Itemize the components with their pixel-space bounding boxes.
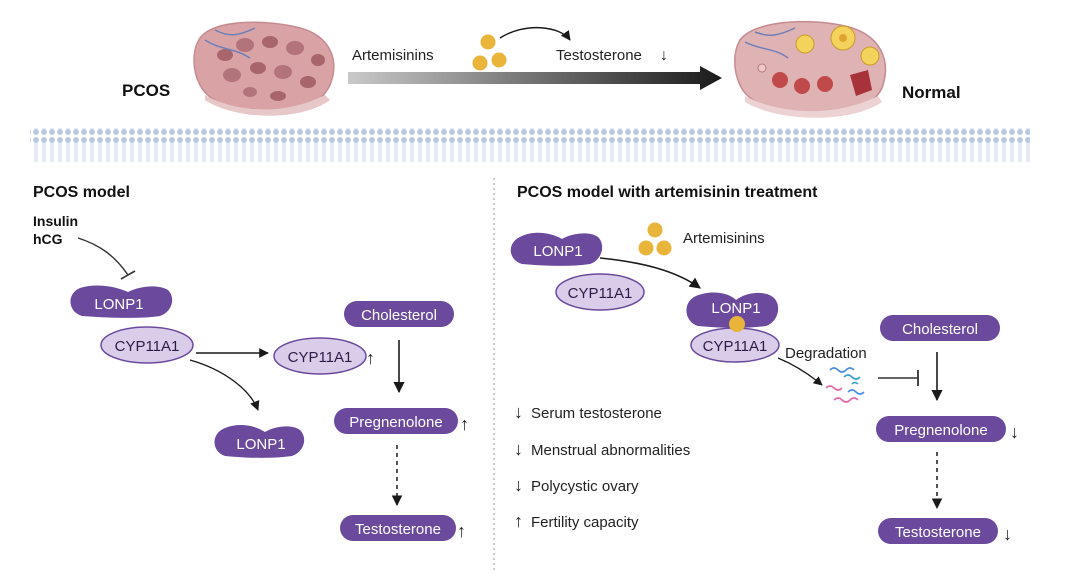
cyp11a1-right-free-label: CYP11A1 [568,285,633,302]
testosterone-left-label: Testosterone [355,521,441,538]
cholesterol-right-label: Cholesterol [902,321,978,338]
artemisinins-right-label: Artemisinins [683,230,765,247]
lonp1-right-free-label: LONP1 [533,243,582,260]
peptide-fragments-icon [825,367,865,403]
testosterone-right-box [878,518,998,544]
outcome-arrow: ↓ [514,402,523,422]
cyp11a1-left-bound [100,326,194,364]
outcome-arrow: ↓ [514,439,523,459]
cholesterol-right-box [880,315,1000,341]
cell-membrane [30,128,1030,162]
cyp11a1-left-free-arrow: ↑ [366,348,375,368]
testosterone-right-label: Testosterone [895,524,981,541]
pregnenolone-left-arrow: ↑ [460,414,469,434]
testosterone-top-label: Testosterone [556,47,642,64]
outcome-arrow: ↑ [514,511,523,531]
outcome-text: Serum testosterone [531,405,662,422]
pcos-ovary-icon [193,21,335,116]
left-panel-title: PCOS model [33,184,130,201]
artemisinins-top-label: Artemisinins [352,47,434,64]
pill-curve-arrow [499,27,571,41]
lonp1-protein-right-complex [686,292,779,328]
testosterone-left-arrow: ↑ [457,521,466,541]
lonp1-right-complex-label: LONP1 [711,300,760,317]
pregnenolone-right-label: Pregnenolone [894,422,987,439]
pregnenolone-left-label: Pregnenolone [349,414,442,431]
cyp11a1-left-free [273,337,367,375]
lonp1-protein-right-free [510,232,603,266]
cyp11a1-left-free-label: CYP11A1 [288,349,353,366]
normal-ovary-icon [734,20,887,118]
outcome-arrow: ↓ [514,475,523,495]
testosterone-right-arrow: ↓ [1003,524,1012,544]
cholesterol-left-box [344,301,454,327]
testosterone-top-arrow: ↓ [660,47,668,64]
inhibition-arc [77,237,129,276]
cyp11a1-left-bound-label: CYP11A1 [115,338,180,355]
artemisinin-pills-icon [472,34,507,71]
lonp1-protein-left-released [214,425,305,458]
outcomes-list: ↓ Serum testosterone ↓ Menstrual abnorma… [514,402,690,531]
lonp1-release-arrow [189,359,260,411]
outcome-text: Polycystic ovary [531,478,639,495]
lonp1-left-top-label: LONP1 [94,296,143,313]
pregnenolone-left-box [334,408,458,434]
binding-arrow [599,257,701,289]
cholesterol-left-label: Cholesterol [361,307,437,324]
testosterone-left-box [340,515,456,541]
right-panel-title: PCOS model with artemisinin treatment [517,184,818,201]
artemisinin-pills-right-icon [638,222,672,256]
inhibition-bar [120,270,136,280]
stimulus-insulin: Insulin [33,213,78,229]
artemisinin-bound-pill [729,316,745,332]
lonp1-protein-left-top [70,285,173,318]
stimulus-hcg: hCG [33,231,63,247]
normal-label: Normal [902,83,961,102]
cyp11a1-right-complex-label: CYP11A1 [703,338,768,355]
degradation-label: Degradation [785,345,867,362]
cyp11a1-right-free [555,273,645,311]
pregnenolone-right-arrow: ↓ [1010,422,1019,442]
outcome-text: Menstrual abnormalities [531,442,690,459]
pcos-label: PCOS [122,81,170,100]
degradation-arrow [777,357,823,386]
treatment-arrow [348,66,722,90]
outcome-text: Fertility capacity [531,514,639,531]
lonp1-left-released-label: LONP1 [236,436,285,453]
pregnenolone-right-box [876,416,1006,442]
